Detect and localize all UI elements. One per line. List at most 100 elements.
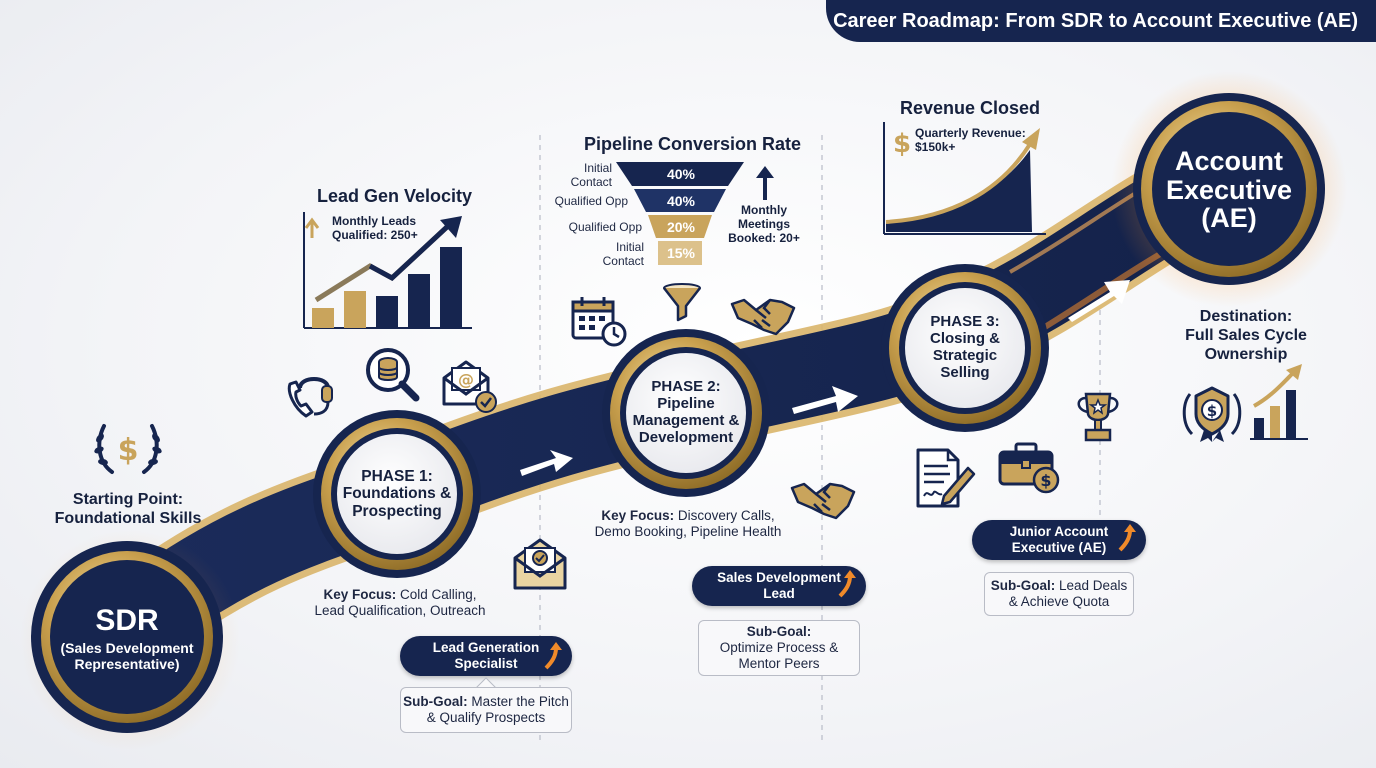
- svg-text:$: $: [118, 433, 139, 468]
- funnel-value-3: 20%: [666, 219, 696, 235]
- svg-text:@: @: [458, 370, 474, 389]
- growth-bars-icon: [1250, 364, 1308, 440]
- start-caption-line2: Foundational Skills: [54, 510, 202, 528]
- funnel-side-note: Monthly Meetings Booked: 20+: [728, 203, 800, 245]
- revenue-chart-title: Revenue Closed: [900, 98, 1041, 118]
- destination-caption-line2: Full Sales Cycle: [1185, 327, 1307, 345]
- growth-arrow-icon: [1118, 524, 1136, 552]
- lead-gen-chart: [303, 212, 472, 329]
- destination-line2: Executive: [1165, 174, 1293, 205]
- phase1-line3: Prospecting: [352, 502, 442, 520]
- up-arrow-icon: [756, 166, 774, 200]
- phase1-line2: Foundations &: [342, 485, 452, 503]
- handshake-icon: [730, 298, 796, 336]
- phase3-subgoal-label: Sub-Goal:: [990, 577, 1056, 593]
- phase2-role-line1: Sales Development: [717, 570, 841, 586]
- start-caption-line1: Starting Point:: [72, 491, 184, 508]
- funnel-label-1-line1: Initial: [583, 161, 612, 175]
- award-dollar-icon: $: [1182, 386, 1242, 442]
- phase2-line2: Pipeline: [657, 395, 715, 413]
- revenue-note-line2: $150k+: [915, 139, 956, 154]
- destination-caption: Destination: Full Sales Cycle Ownership: [1160, 307, 1332, 365]
- destination-caption-line1: Destination:: [1199, 308, 1293, 325]
- phase2-line3: Management &: [632, 412, 740, 429]
- destination-line3: (AE): [1201, 203, 1257, 234]
- funnel-value-1: 40%: [666, 166, 696, 182]
- phase1-subgoal: Sub-Goal: Master the Pitch & Qualify Pro…: [400, 687, 572, 733]
- destination-node: Account Executive (AE): [1159, 140, 1299, 240]
- svg-text:$: $: [893, 129, 911, 159]
- revenue-note-line1: Quarterly Revenue:: [915, 126, 1026, 140]
- funnel-title: Pipeline Conversion Rate: [584, 134, 802, 154]
- phase3-subgoal: Sub-Goal: Lead Deals & Achieve Quota: [984, 572, 1134, 616]
- lead-gen-note: Monthly Leads Qualified: 250+: [332, 214, 418, 243]
- phase3-role-line2: Executive (AE): [1011, 540, 1107, 555]
- phase2-subgoal-label: Sub-Goal:: [746, 623, 812, 639]
- sdr-subtitle: (Sales Development Representative): [60, 640, 194, 672]
- phase2-key-focus: Key Focus: Discovery Calls, Demo Booking…: [584, 508, 792, 540]
- phase2-subgoal-text2: Mentor Peers: [738, 656, 820, 672]
- lead-gen-note-line2: Qualified: 250+: [332, 227, 418, 242]
- funnel-label-1: Initial Contact: [540, 161, 612, 190]
- start-caption: Starting Point: Foundational Skills: [40, 490, 216, 528]
- phase3-line4: Selling: [940, 363, 990, 381]
- destination-line1: Account: [1175, 146, 1283, 177]
- funnel-label-2: Qualified Opp: [554, 194, 628, 208]
- phase2-focus-label: Key Focus:: [601, 508, 675, 523]
- phase1-node: PHASE 1: Foundations & Prospecting: [337, 444, 457, 544]
- phase3-line1: PHASE 3:: [930, 313, 1000, 331]
- role-sales-development-lead: Sales Development Lead: [692, 566, 866, 606]
- laurel-dollar-icon: $: [94, 424, 162, 474]
- revenue-note: Quarterly Revenue: $150k+: [915, 126, 1026, 155]
- sdr-node: SDR (Sales Development Representative): [57, 590, 197, 686]
- funnel-value-2: 40%: [666, 193, 696, 209]
- phase1-focus-text1: Cold Calling,: [396, 587, 477, 602]
- funnel-side-note-line2: Meetings: [737, 216, 790, 231]
- phase2-focus-text1: Discovery Calls,: [674, 508, 775, 523]
- lead-gen-note-line1: Monthly Leads: [332, 214, 417, 228]
- phase1-focus-text2: Lead Qualification, Outreach: [314, 603, 486, 619]
- envelope-check-icon: [513, 538, 567, 590]
- funnel-label-4-line1: Initial: [615, 240, 644, 254]
- phase1-role-line1: Lead Generation: [432, 640, 540, 656]
- handshake-icon-2: [790, 482, 856, 520]
- page-title: Career Roadmap: From SDR to Account Exec…: [826, 0, 1376, 42]
- phase2-line4: Development: [638, 428, 734, 446]
- lead-gen-chart-title: Lead Gen Velocity: [317, 186, 473, 206]
- headset-icon: [287, 377, 333, 418]
- destination-caption-line3: Ownership: [1204, 346, 1288, 364]
- phase2-subgoal-text1: Optimize Process &: [719, 639, 839, 655]
- svg-text:$: $: [1040, 471, 1051, 490]
- phase1-subgoal-text1: Master the Pitch: [467, 693, 569, 709]
- funnel-value-4: 15%: [666, 245, 696, 261]
- growth-arrow-icon: [544, 642, 562, 670]
- page-title-text: Career Roadmap: From SDR to Account Exec…: [833, 9, 1358, 32]
- funnel-label-4-line2: Contact: [602, 253, 644, 268]
- funnel-label-1-line2: Contact: [570, 174, 612, 189]
- briefcase-dollar-icon: $: [998, 442, 1060, 494]
- role-junior-account-executive: Junior Account Executive (AE): [972, 520, 1146, 560]
- database-search-icon: [366, 348, 420, 402]
- role-lead-generation-specialist: Lead Generation Specialist: [400, 636, 572, 676]
- phase1-role-line2: Specialist: [454, 656, 518, 671]
- funnel-label-3: Qualified Opp: [568, 220, 642, 234]
- calendar-clock-icon: [571, 297, 627, 347]
- connector-caret: [476, 677, 496, 688]
- funnel-side-note-line3: Booked: 20+: [728, 230, 800, 245]
- phase3-node: PHASE 3: Closing & Strategic Selling: [905, 302, 1025, 394]
- phase1-key-focus: Key Focus: Cold Calling, Lead Qualificat…: [290, 587, 510, 619]
- phase3-line3: Strategic: [932, 347, 998, 364]
- revenue-chart: $: [883, 122, 1046, 235]
- funnel-chart: [616, 162, 744, 265]
- growth-arrow-icon: [838, 570, 856, 598]
- funnel-label-4: Initial Contact: [560, 240, 644, 269]
- phase2-role-line2: Lead: [763, 586, 795, 601]
- phase2-focus-text2: Demo Booking, Pipeline Health: [594, 524, 782, 540]
- phase3-line2: Closing &: [930, 330, 1000, 348]
- phase3-subgoal-text2: & Achieve Quota: [1008, 594, 1110, 609]
- phase1-subgoal-label: Sub-Goal:: [403, 693, 468, 709]
- phase2-line1: PHASE 2:: [651, 378, 721, 396]
- funnel-icon: [663, 283, 701, 322]
- contract-signature-icon: [916, 448, 976, 508]
